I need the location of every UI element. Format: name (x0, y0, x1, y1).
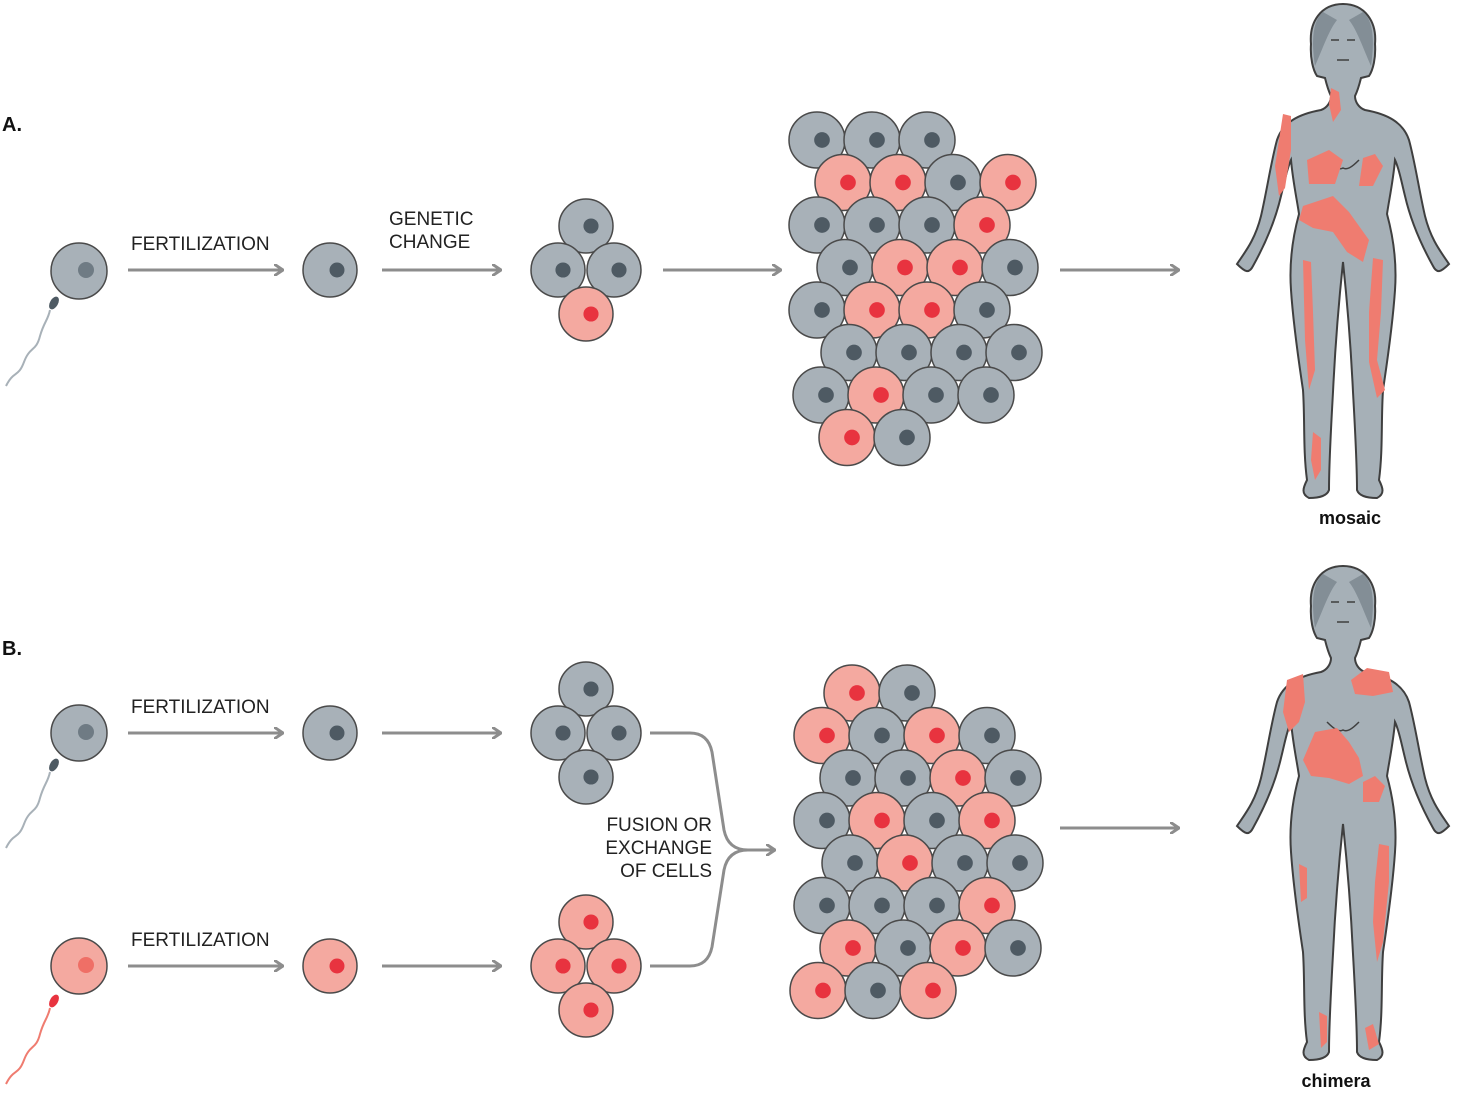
gray-cell (981, 238, 1039, 297)
pink-cell (929, 749, 987, 807)
label-genetic-change-2: CHANGE (389, 232, 470, 253)
gray-cell (986, 834, 1044, 892)
gray-cell (820, 323, 878, 382)
sperm-b-top (5, 758, 59, 849)
egg-b-bottom (50, 937, 108, 995)
zygote-b-bottom (302, 938, 358, 994)
gray-cell (793, 791, 851, 850)
gray-cell (586, 705, 642, 761)
merge-arrow-top (650, 731, 774, 850)
pink-cell (819, 919, 877, 977)
label-fusion-2: EXCHANGE (605, 838, 712, 859)
gray-cell (792, 366, 850, 424)
egg-b-top (50, 704, 108, 762)
pink-cell (558, 894, 614, 950)
pink-cell (847, 366, 905, 424)
panel-b: B. FERTILIZATION FERTILIZATION (2, 564, 1451, 1091)
pink-cell (558, 286, 614, 342)
gray-cell (985, 323, 1043, 382)
gray-cell (819, 749, 877, 807)
caption-chimera: chimera (1301, 1071, 1371, 1091)
gray-cell (558, 749, 614, 805)
cell-mass-b (789, 664, 1044, 1020)
gray-cell (878, 664, 936, 722)
label-genetic-change-1: GENETIC (389, 209, 473, 230)
zygote-b-top (302, 705, 358, 761)
gray-cell (844, 961, 902, 1020)
gray-cell (875, 323, 933, 382)
pink-cell (979, 153, 1037, 212)
gray-cell (848, 706, 906, 765)
caption-mosaic: mosaic (1319, 508, 1381, 528)
gray-cell (931, 834, 989, 892)
gray-cell (930, 323, 988, 382)
pink-cell (818, 408, 876, 467)
gray-cell (843, 111, 901, 169)
pink-cell (899, 961, 957, 1020)
pink-cell (530, 938, 586, 994)
gray-cell (903, 791, 961, 850)
gray-cell (848, 876, 906, 935)
human-figure-mosaic (1235, 2, 1451, 500)
pink-cell (958, 876, 1016, 935)
pink-cell (823, 664, 881, 722)
label-fertilization-b-top: FERTILIZATION (131, 697, 270, 718)
pink-cell (953, 196, 1011, 254)
gray-cell (984, 749, 1042, 807)
cell-cluster-b-pink (530, 894, 642, 1038)
gray-cell (530, 242, 586, 298)
gray-cell (957, 366, 1015, 424)
gray-cell (788, 196, 846, 254)
label-fertilization-b-bottom: FERTILIZATION (131, 930, 270, 951)
panel-a-label: A. (2, 114, 22, 136)
gray-cell (898, 111, 956, 169)
pink-cell (848, 791, 906, 850)
pink-cell (558, 982, 614, 1038)
gray-cell (953, 281, 1011, 339)
gray-cell (984, 919, 1042, 977)
merge-arrow-bottom (650, 848, 749, 968)
gray-cell (530, 705, 586, 761)
human-figure-chimera (1235, 564, 1451, 1062)
label-fusion-1: FUSION OR (606, 815, 712, 836)
sperm-b-bottom (5, 994, 59, 1085)
pink-cell (586, 938, 642, 994)
gray-cell (902, 366, 960, 424)
cell-cluster-a-four (530, 198, 642, 342)
gray-cell (586, 242, 642, 298)
gray-cell (924, 153, 982, 212)
pink-cell (789, 961, 847, 1020)
gray-cell (873, 408, 931, 467)
gray-cell (558, 198, 614, 254)
gray-cell (816, 238, 874, 297)
cell-mass-a (788, 111, 1043, 467)
label-fertilization-a: FERTILIZATION (131, 234, 270, 255)
zygote-a (302, 242, 358, 298)
panel-a: A. FERTILIZATION GENETIC CHANGE (2, 2, 1451, 528)
egg-a (50, 242, 108, 300)
pink-cell (958, 791, 1016, 850)
cell-cluster-b-gray (530, 661, 642, 805)
gray-cell (788, 111, 846, 169)
label-fusion-3: OF CELLS (620, 861, 712, 882)
gray-cell (958, 706, 1016, 765)
sperm-a (5, 296, 59, 387)
panel-b-label: B. (2, 638, 22, 660)
gray-cell (558, 661, 614, 717)
